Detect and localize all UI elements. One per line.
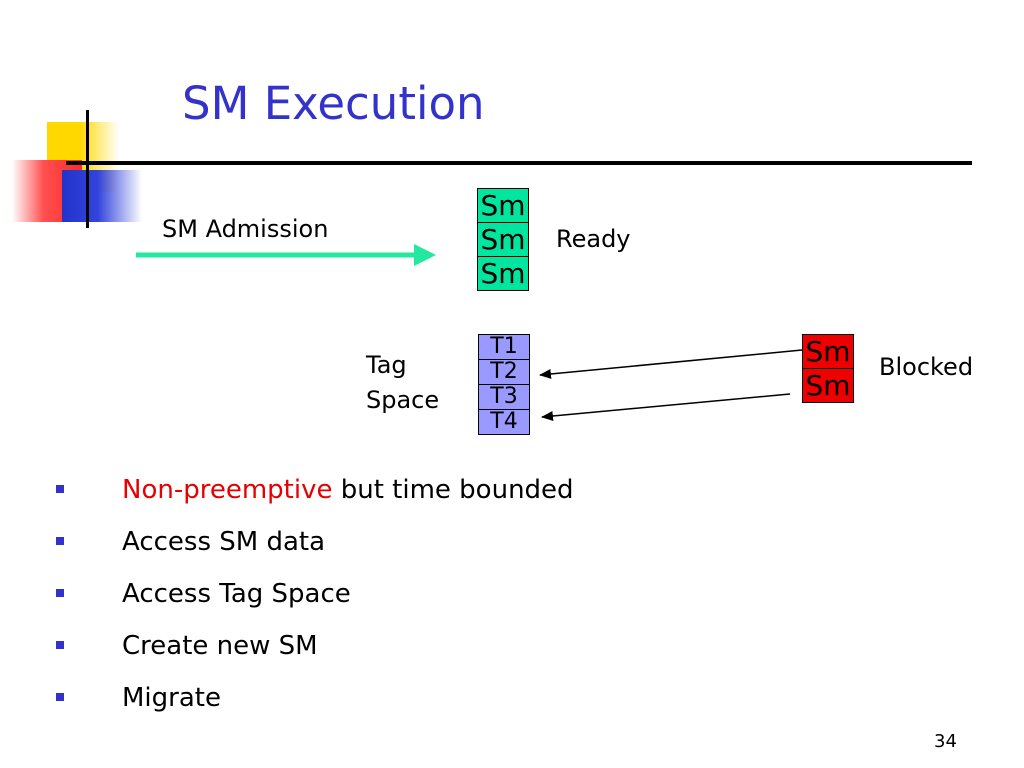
admission-label: SM Admission xyxy=(162,215,329,243)
bullet-item: Create new SM xyxy=(50,624,750,676)
bullet-text: Migrate xyxy=(122,683,221,713)
slide-title: SM Execution xyxy=(182,77,485,130)
tag-box: T4 xyxy=(478,409,530,435)
tag-box: T2 xyxy=(478,359,530,385)
bullet-item: Access Tag Space xyxy=(50,572,750,624)
ready-stack: Sm Sm Sm xyxy=(477,188,529,291)
ready-sm-box: Sm xyxy=(477,222,529,257)
logo-vertical-line xyxy=(86,110,89,228)
ready-label: Ready xyxy=(556,225,631,253)
blocked-sm-box: Sm xyxy=(802,334,854,369)
blocked-sm-box: Sm xyxy=(802,368,854,403)
logo-blue-square xyxy=(62,170,142,222)
tag-box: T3 xyxy=(478,384,530,410)
ready-sm-box: Sm xyxy=(477,188,529,223)
bullet-highlight: Non-preemptive xyxy=(122,475,333,505)
bullet-list: Non-preemptive but time bounded Access S… xyxy=(50,468,750,728)
bullet-text: Access Tag Space xyxy=(122,579,351,609)
ready-sm-box: Sm xyxy=(477,256,529,291)
bullet-item: Access SM data xyxy=(50,520,750,572)
blocked-to-t3-arrow xyxy=(541,393,791,421)
bullet-square-icon xyxy=(56,693,64,701)
bullet-item: Migrate xyxy=(50,676,750,728)
tag-space-label-line2: Space xyxy=(366,386,440,414)
bullet-square-icon xyxy=(56,641,64,649)
bullet-text: but time bounded xyxy=(332,475,574,505)
bullet-item: Non-preemptive but time bounded xyxy=(50,468,750,520)
blocked-to-t2-arrow xyxy=(539,349,803,379)
bullet-text: Access SM data xyxy=(122,527,326,557)
bullet-square-icon xyxy=(56,537,64,545)
tag-space-label-line1: Tag xyxy=(366,351,407,379)
bullet-square-icon xyxy=(56,589,64,597)
bullet-text: Create new SM xyxy=(122,631,318,661)
page-number: 34 xyxy=(934,731,957,752)
bullet-square-icon xyxy=(56,485,64,493)
blocked-label: Blocked xyxy=(879,353,974,381)
tag-box: T1 xyxy=(478,334,530,360)
admission-arrow-head xyxy=(414,244,436,266)
blocked-stack: Sm Sm xyxy=(802,334,854,403)
tag-space-stack: T1 T2 T3 T4 xyxy=(478,334,530,435)
title-underline xyxy=(66,161,972,165)
